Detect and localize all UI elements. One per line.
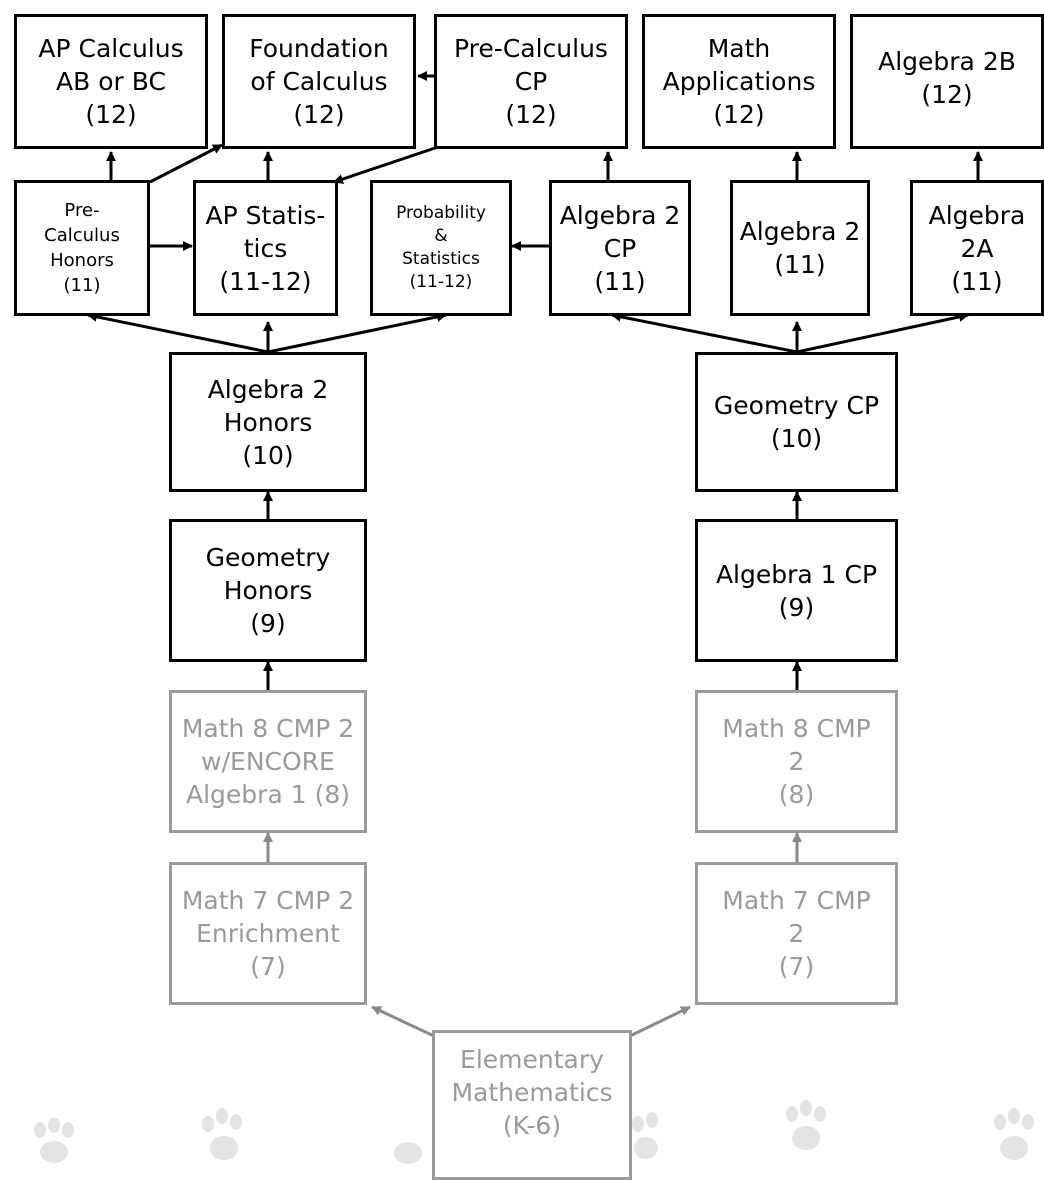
- course-label: Foundation of Calculus (12): [249, 34, 389, 129]
- course-label: AP Statis- tics (11-12): [205, 200, 326, 296]
- course-math-8-encore: Math 8 CMP 2 w/ENCORE Algebra 1 (8): [169, 690, 367, 833]
- course-algebra-2-cp: Algebra 2 CP (11): [549, 180, 691, 316]
- course-ap-calculus: AP Calculus AB or BC (12): [14, 14, 208, 149]
- course-geometry-honors: Geometry Honors (9): [169, 519, 367, 662]
- course-label: Algebra 2 (11): [739, 217, 861, 279]
- course-elementary-mathematics: Elementary Mathematics (K-6): [432, 1030, 632, 1180]
- course-algebra-2a: Algebra 2A (11): [910, 180, 1044, 316]
- course-math-7: Math 7 CMP 2 (7): [695, 862, 898, 1005]
- course-label: Geometry Honors (9): [205, 543, 331, 638]
- paw-print-icon: [388, 1138, 428, 1169]
- course-label: Pre-Calculus CP (12): [454, 34, 608, 129]
- course-label: Math 7 CMP 2 Enrichment (7): [181, 886, 355, 981]
- course-label: AP Calculus AB or BC (12): [38, 34, 184, 129]
- course-math-applications: Math Applications (12): [642, 14, 836, 149]
- course-ap-statistics: AP Statis- tics (11-12): [193, 180, 338, 316]
- course-label: Algebra 2B (12): [878, 47, 1016, 109]
- paw-print-icon: [30, 1117, 80, 1169]
- course-geometry-cp: Geometry CP (10): [695, 352, 898, 492]
- course-pre-calculus-cp: Pre-Calculus CP (12): [434, 14, 628, 149]
- course-label: Probability & Statistics (11-12): [396, 203, 486, 292]
- paw-print-icon: [990, 1108, 1040, 1169]
- course-algebra-2: Algebra 2 (11): [730, 180, 870, 316]
- course-label: Elementary Mathematics (K-6): [451, 1045, 613, 1140]
- course-math-7-enrichment: Math 7 CMP 2 Enrichment (7): [169, 862, 367, 1005]
- paw-print-icon: [782, 1100, 832, 1159]
- course-label: Math Applications (12): [662, 34, 816, 129]
- course-label: Algebra 1 CP (9): [715, 559, 878, 622]
- course-algebra-2b: Algebra 2B (12): [850, 14, 1044, 149]
- course-label: Algebra 2A (11): [928, 200, 1026, 296]
- course-foundation-of-calculus: Foundation of Calculus (12): [222, 14, 416, 149]
- course-math-8: Math 8 CMP 2 (8): [695, 690, 898, 833]
- course-label: Math 8 CMP 2 w/ENCORE Algebra 1 (8): [181, 714, 355, 809]
- course-label: Geometry CP (10): [713, 391, 880, 453]
- paw-print-icon: [200, 1108, 250, 1169]
- course-algebra-1-cp: Algebra 1 CP (9): [695, 519, 898, 662]
- course-label: Math 8 CMP 2 (8): [722, 714, 871, 809]
- course-algebra-2-honors: Algebra 2 Honors (10): [169, 352, 367, 492]
- course-label: Algebra 2 CP (11): [559, 200, 681, 296]
- course-pre-calculus-honors: Pre- Calculus Honors (11): [14, 180, 150, 316]
- course-probability-statistics: Probability & Statistics (11-12): [370, 180, 512, 316]
- course-label: Math 7 CMP 2 (7): [722, 886, 871, 981]
- course-label: Algebra 2 Honors (10): [207, 374, 329, 470]
- course-label: Pre- Calculus Honors (11): [44, 200, 120, 296]
- paw-print-icon: [628, 1112, 664, 1169]
